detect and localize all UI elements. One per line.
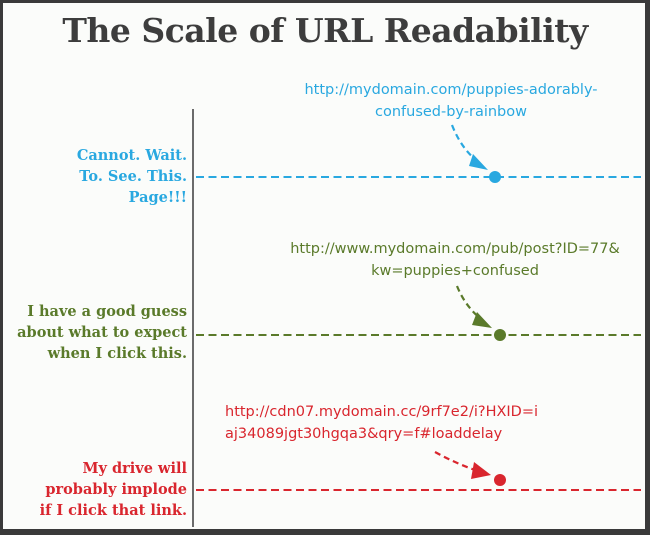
pointer-arrows — [434, 124, 492, 479]
level-high-url: http://mydomain.com/puppies-adorably- co… — [304, 82, 598, 120]
diagram-title: The Scale of URL Readability — [62, 11, 588, 50]
level-medium-label: I have a good guess about what to expect… — [17, 303, 187, 362]
level-high-label: Cannot. Wait. To. See. This. Page!!! — [76, 147, 187, 206]
vertical-axis — [192, 109, 194, 527]
level-high-marker-dot — [489, 171, 501, 183]
level-low-marker-dot — [494, 474, 506, 486]
level-medium-marker-dot — [494, 329, 506, 341]
level-low-label: My drive will probably implode if I clic… — [39, 460, 187, 519]
level-low-arrow-icon — [434, 451, 491, 479]
level-low-dashed-line — [196, 489, 641, 491]
level-low-url: http://cdn07.mydomain.cc/9rf7e2/i?HXID=i… — [225, 404, 539, 442]
level-high-arrow-icon — [450, 124, 488, 170]
level-medium-dashed-line — [196, 334, 641, 336]
diagram-canvas: The Scale of URL Readability Cannot. Wai… — [3, 3, 645, 529]
level-medium-url: http://www.mydomain.com/pub/post?ID=77& … — [290, 241, 620, 279]
level-high-dashed-line — [196, 176, 641, 178]
level-medium-arrow-icon — [455, 285, 492, 328]
